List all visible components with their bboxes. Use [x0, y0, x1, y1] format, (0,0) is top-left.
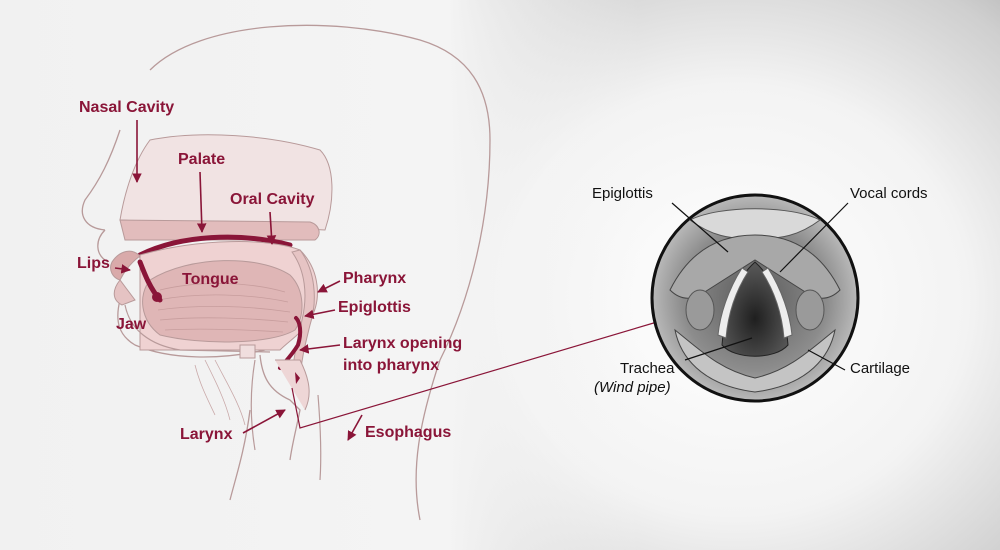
larynx-scope-view	[650, 193, 860, 403]
label-oral-cavity: Oral Cavity	[230, 191, 315, 208]
leader-cartilage	[807, 349, 846, 371]
leader-trachea	[684, 337, 753, 361]
nasal-structure	[119, 134, 333, 241]
arrow-larynx-opening	[299, 344, 341, 354]
label-epiglottis: Epiglottis	[338, 299, 411, 316]
label-larynx-opening-line1: Larynx opening	[343, 335, 463, 352]
label-nasal-cavity: Nasal Cavity	[79, 99, 175, 116]
left-panel-background	[0, 0, 640, 550]
label-trachea: Trachea	[620, 360, 675, 377]
arrow-esophagus	[347, 414, 363, 441]
throat-structures	[194, 249, 322, 481]
label-larynx: Larynx	[180, 426, 233, 443]
label-scope-epiglottis: Epiglottis	[592, 185, 653, 202]
leader-epiglottis	[671, 202, 729, 253]
label-wind-pipe: (Wind pipe)	[594, 379, 671, 396]
label-larynx-opening-line2: into pharynx	[343, 357, 440, 374]
arrow-lips	[114, 264, 131, 274]
arrow-pharynx	[317, 280, 341, 293]
label-palate: Palate	[178, 151, 226, 168]
arrow-oral-cavity	[266, 211, 277, 245]
label-cartilage: Cartilage	[850, 360, 911, 377]
tongue-shape	[142, 260, 303, 343]
label-tongue: Tongue	[182, 271, 239, 288]
connector-line	[291, 321, 658, 429]
leader-vocal-cords	[779, 202, 849, 273]
arrow-larynx	[242, 409, 286, 434]
label-jaw: Jaw	[116, 316, 147, 333]
label-esophagus: Esophagus	[365, 424, 452, 441]
label-lips: Lips	[77, 255, 110, 272]
arrow-palate	[196, 171, 207, 233]
label-vocal-cords: Vocal cords	[850, 185, 928, 202]
label-pharynx: Pharynx	[343, 270, 407, 287]
arrow-epiglottis	[304, 309, 336, 320]
right-leader-lines	[671, 202, 849, 371]
left-arrows	[114, 120, 363, 441]
